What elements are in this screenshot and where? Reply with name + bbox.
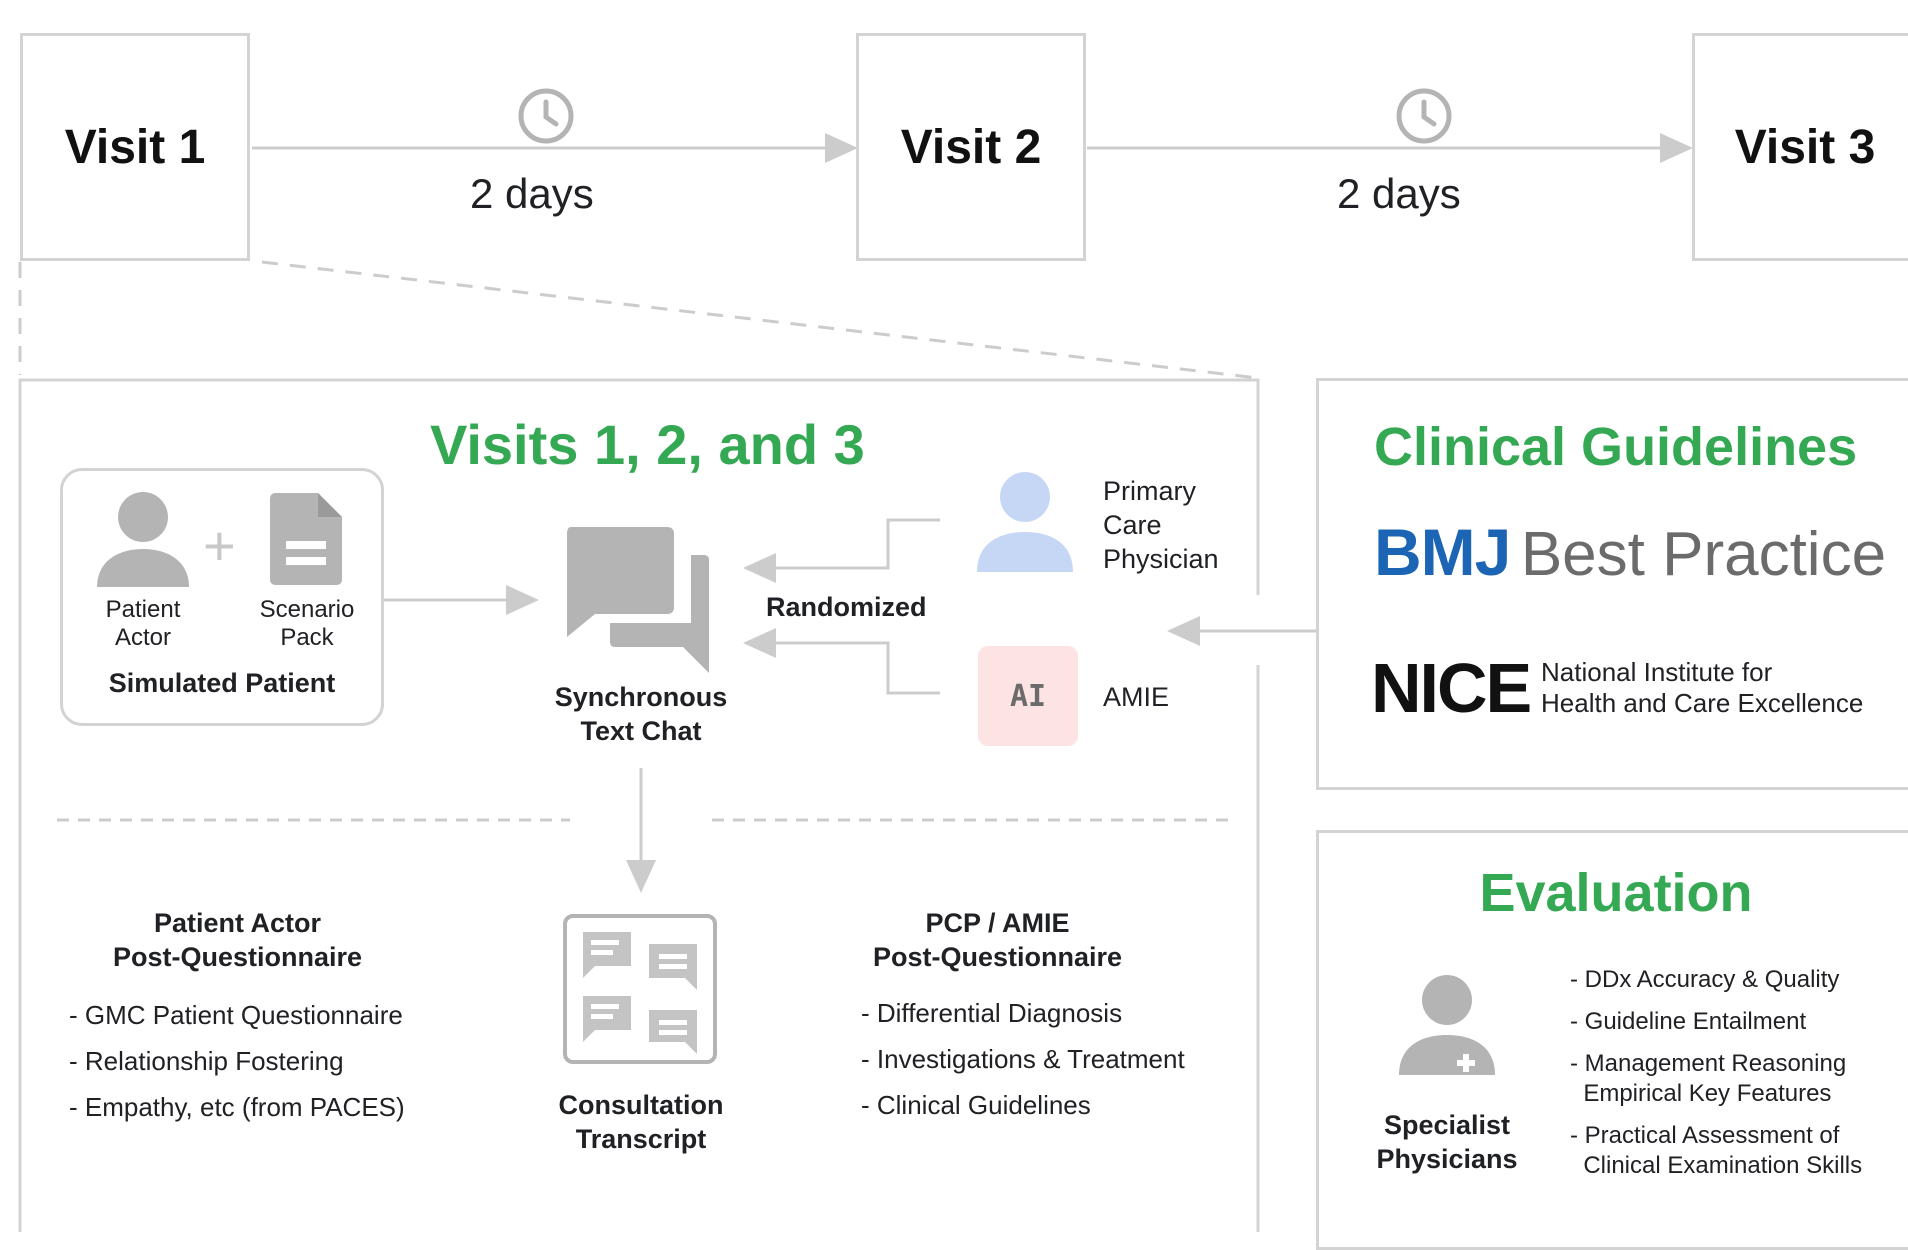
clock-icon <box>1396 88 1452 144</box>
visit-1-label: Visit 1 <box>64 120 206 174</box>
arrow-amie-to-chat <box>743 628 940 695</box>
amie-label: AMIE <box>1103 682 1170 712</box>
list-item: - Empathy, etc (from PACES) <box>69 1092 405 1122</box>
evaluation-list: - DDx Accuracy & Quality - Guideline Ent… <box>1570 965 1862 1181</box>
chat-icon <box>567 527 709 673</box>
patient-questionnaire-list: - GMC Patient Questionnaire - Relationsh… <box>69 992 405 1130</box>
specialist-physician-icon <box>1399 975 1495 1075</box>
list-item: - Guideline Entailment <box>1570 1008 1807 1035</box>
bmj-best-practice-logo: BMJ Best Practice <box>1374 515 1886 608</box>
pcp-label: Primary Care Physician <box>1103 476 1219 574</box>
visit-2-box: Visit 2 <box>856 33 1086 261</box>
nice-name-line-2: Health and Care Excellence <box>1541 688 1864 718</box>
patient-questionnaire-title: Patient Actor Post-Questionnaire <box>112 908 363 972</box>
main-panel-border <box>18 378 1260 1232</box>
guidelines-panel <box>1316 378 1908 790</box>
bmj-logo-text: BMJ <box>1374 515 1511 589</box>
specialist-label: Specialist Physicians <box>1376 1110 1518 1174</box>
person-icon <box>97 492 189 587</box>
list-item: - GMC Patient Questionnaire <box>69 1000 403 1030</box>
document-icon <box>270 493 342 585</box>
list-item: - Practical Assessment of Clinical Exami… <box>1570 1122 1863 1179</box>
arrow-pcp-to-chat <box>743 518 940 583</box>
randomized-label: Randomized <box>766 592 927 622</box>
ai-badge-icon: AI <box>978 646 1078 746</box>
list-item: - Clinical Guidelines <box>861 1090 1091 1120</box>
pcp-questionnaire-title: PCP / AMIE Post-Questionnaire <box>872 908 1123 972</box>
list-item: - Differential Diagnosis <box>861 998 1123 1028</box>
best-practice-text: Best Practice <box>1520 520 1887 589</box>
list-item: - Management Reasoning Empirical Key Fea… <box>1570 1050 1847 1107</box>
visit-3-label: Visit 3 <box>1734 120 1876 174</box>
transcript-icon <box>563 914 717 1064</box>
visit-2-label: Visit 2 <box>900 120 1042 174</box>
guidelines-title: Clinical Guidelines <box>1374 417 1858 477</box>
pcp-questionnaire-list: - Differential Diagnosis - Investigation… <box>861 990 1185 1128</box>
plus-icon: + <box>203 514 236 577</box>
transcript-label: Consultation Transcript <box>558 1090 724 1154</box>
clock-icon <box>518 88 574 144</box>
interval-1-label: 2 days <box>470 170 594 217</box>
list-item: - Investigations & Treatment <box>861 1044 1185 1074</box>
person-icon <box>977 472 1073 572</box>
interval-2-label: 2 days <box>1337 170 1461 217</box>
ai-badge-text: AI <box>1009 678 1047 714</box>
visit-3-box: Visit 3 <box>1692 33 1908 261</box>
patient-actor-label: Patient Actor <box>105 596 181 651</box>
list-item: - Relationship Fostering <box>69 1046 344 1076</box>
main-panel-title: Visits 1, 2, and 3 <box>430 413 865 476</box>
visit-1-box: Visit 1 <box>20 33 250 261</box>
evaluation-title: Evaluation <box>1479 863 1753 923</box>
chat-label: Synchronous Text Chat <box>554 682 728 746</box>
simulated-patient-title: Simulated Patient <box>108 668 336 698</box>
scenario-pack-label: Scenario Pack <box>259 596 355 651</box>
nice-logo-text: NICE <box>1371 649 1532 727</box>
nice-name-line-1: National Institute for <box>1541 657 1773 687</box>
nice-name: National Institute for Health and Care E… <box>1541 657 1863 719</box>
list-item: - DDx Accuracy & Quality <box>1570 966 1840 993</box>
nice-logo: NICE <box>1371 649 1532 727</box>
zoom-line-diagonal <box>261 260 1259 380</box>
